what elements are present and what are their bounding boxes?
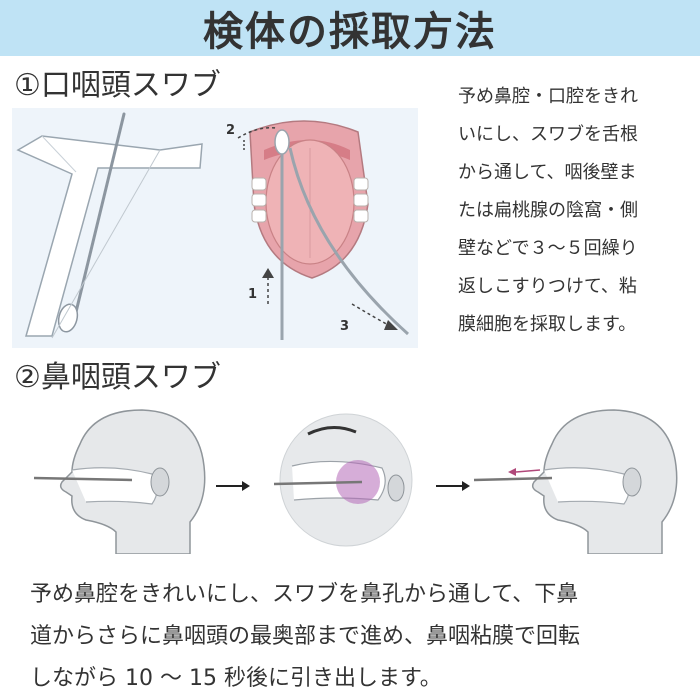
description-line: 予め鼻腔・口腔をきれ: [458, 86, 638, 107]
nasal-closeup-icon: [273, 413, 413, 547]
description-line: から通して、咽後壁ま: [458, 162, 637, 183]
description-line: たは扁桃腺の陰窩・側: [458, 200, 638, 221]
head-profile-icon: [473, 409, 678, 555]
right-arrow-icon: [436, 481, 470, 491]
description-line: 返しこすりつけて、粘: [458, 276, 637, 297]
nasopharyngeal-description: 予め鼻腔をきれいにし、スワブを鼻孔から通して、下鼻 道からさらに鼻咽頭の最奥部ま…: [30, 574, 690, 700]
swab-illustration-svg: 2 1 3: [16, 112, 410, 340]
head-profile-icon: [33, 409, 206, 555]
description-line: いにし、スワブを舌根: [458, 124, 638, 145]
description-line: 予め鼻腔をきれいにし、スワブを鼻孔から通して、下鼻: [30, 582, 579, 607]
description-line: しながら 10 ～ 15 秒後に引き出します。: [30, 666, 442, 691]
step-label-3: 3: [340, 319, 349, 334]
title-banner: 検体の採取方法: [0, 0, 700, 56]
description-line: 壁などで３～５回繰り: [458, 238, 638, 259]
oropharyngeal-description: 予め鼻腔・口腔をきれ いにし、スワブを舌根 から通して、咽後壁ま たは扁桃腺の陰…: [458, 78, 694, 344]
description-line: 膜細胞を採取します。: [458, 314, 637, 335]
right-arrow-icon: [216, 481, 250, 491]
description-line: 道からさらに鼻咽頭の最奥部まで進め、鼻咽粘膜で回転: [30, 624, 581, 649]
step-label-1: 1: [248, 287, 257, 302]
nasal-illustration-svg: [33, 409, 678, 555]
throat-swab-diagram: 2 1 3: [226, 120, 410, 340]
page-title: 検体の採取方法: [203, 9, 497, 55]
section-heading-nasopharyngeal: ②鼻咽頭スワブ: [14, 360, 221, 395]
nasopharyngeal-illustration-strip: [12, 404, 688, 555]
swab-package-icon: [16, 112, 203, 339]
oropharyngeal-illustration: 2 1 3: [12, 108, 418, 348]
step-label-2: 2: [226, 123, 235, 138]
section-heading-oropharyngeal: ①口咽頭スワブ: [14, 68, 221, 103]
